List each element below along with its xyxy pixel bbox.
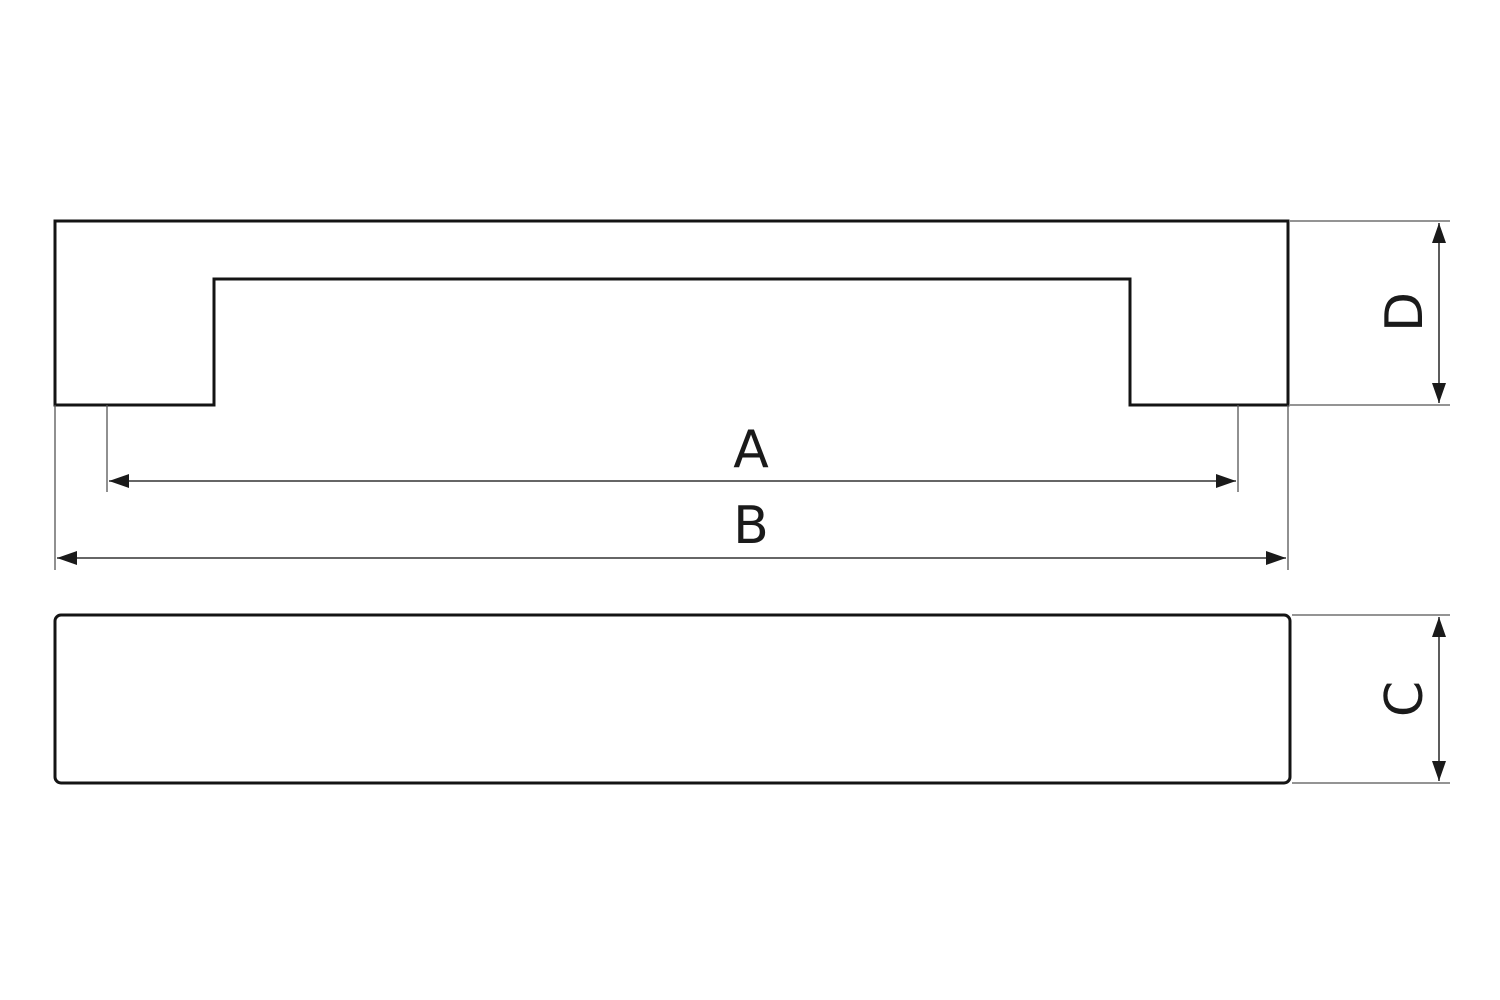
dimension-b: B — [57, 496, 1286, 565]
arrowhead-d-bottom — [1432, 383, 1446, 403]
arrowhead-a-right — [1216, 474, 1236, 488]
dimension-label-c: C — [1375, 681, 1435, 717]
arrowhead-b-left — [57, 551, 77, 565]
arrowhead-b-right — [1266, 551, 1286, 565]
dimension-c: C — [1375, 617, 1446, 781]
arrowhead-a-left — [109, 474, 129, 488]
dimension-a: A — [109, 420, 1236, 488]
front-extension-lines — [54, 220, 1450, 570]
arrowhead-c-bottom — [1432, 761, 1446, 781]
top-view — [53, 613, 1292, 785]
front-view — [53, 219, 1290, 407]
dimension-label-d: D — [1375, 292, 1435, 332]
handle-front-outline — [53, 219, 1290, 407]
top-extension-lines — [1292, 614, 1450, 784]
dimension-label-b: B — [733, 496, 769, 556]
arrowhead-c-top — [1432, 617, 1446, 637]
handle-top-outline — [53, 613, 1292, 785]
dimension-d: D — [1375, 223, 1446, 403]
dimension-label-a: A — [733, 420, 769, 480]
arrowhead-d-top — [1432, 223, 1446, 243]
